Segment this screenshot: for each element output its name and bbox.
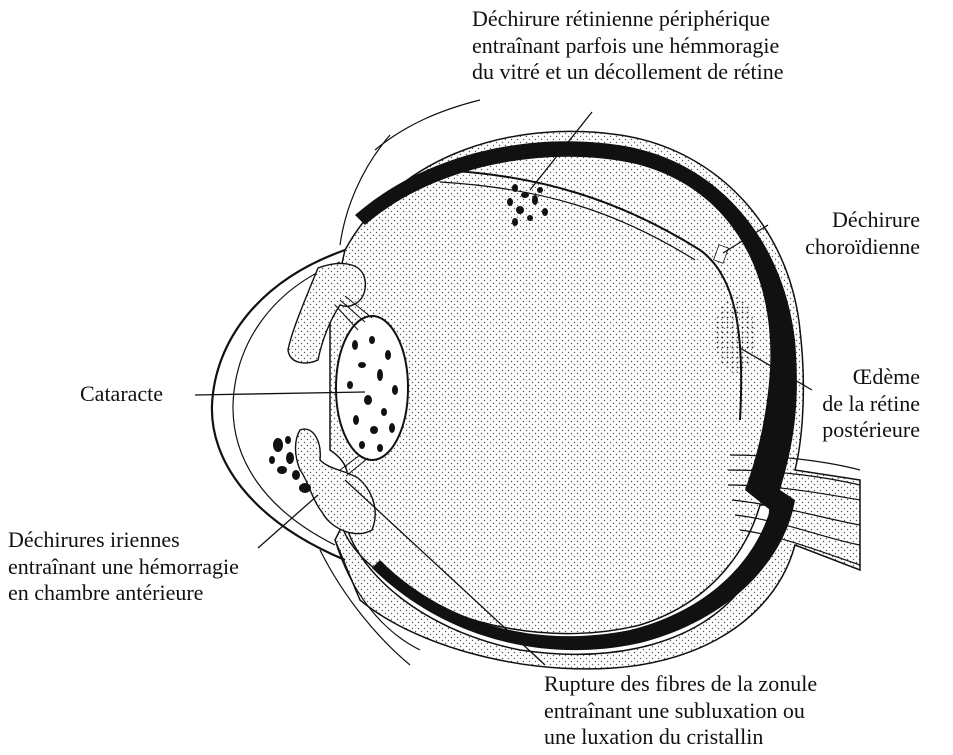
retinal-edema-area [715,297,755,373]
label-cataract: Cataracte [80,381,163,408]
label-retinal-tear: Déchirure rétinienne périphérique entraî… [472,6,784,86]
label-retinal-edema: Œdème de la rétine postérieure [790,364,920,444]
label-zonule-rupture: Rupture des fibres de la zonule entraîna… [544,671,817,751]
label-choroidal-tear: Déchirure choroïdienne [760,207,920,260]
label-iris-tears: Déchirures iriennes entraînant une hémor… [8,527,239,607]
leader-iris-tears [258,495,318,548]
